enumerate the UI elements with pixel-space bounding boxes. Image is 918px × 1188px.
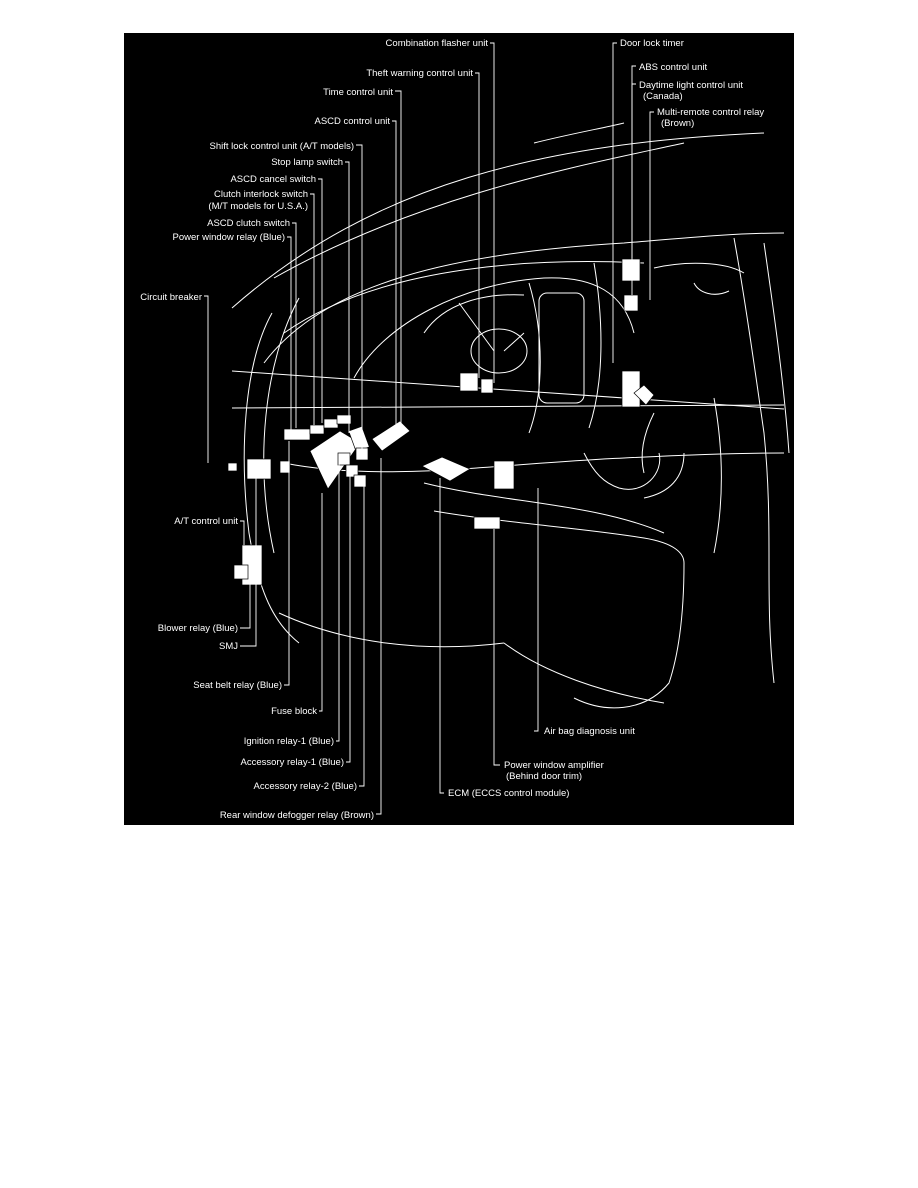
label-power-window-amplifier-note: (Behind door trim): [506, 771, 582, 782]
label-smj: SMJ: [219, 641, 238, 652]
ascd-clutch-switch-component: [309, 424, 325, 435]
label-ascd-cancel-switch: ASCD cancel switch: [230, 174, 316, 185]
label-shift-lock-control-unit: Shift lock control unit (A/T models): [210, 141, 355, 152]
label-abs-control-unit: ABS control unit: [639, 62, 707, 73]
accessory-relay-2-component: [353, 474, 367, 488]
label-daytime-light-control-unit-note: (Canada): [643, 91, 683, 102]
component-location-diagram: Combination flasher unit Door lock timer…: [124, 33, 794, 825]
label-power-window-amplifier: Power window amplifier: [504, 760, 604, 771]
label-multi-remote-control-relay: Multi-remote control relay: [657, 107, 764, 118]
label-accessory-relay-2: Accessory relay-2 (Blue): [254, 781, 357, 792]
ascd-cancel-switch-component: [336, 414, 352, 425]
label-ecm: ECM (ECCS control module): [448, 788, 569, 799]
ascd-control-unit-component: [371, 420, 411, 452]
dashboard-outline: [231, 122, 790, 709]
label-combination-flasher-unit: Combination flasher unit: [386, 38, 489, 49]
blower-relay-component: [233, 564, 249, 580]
label-power-window-relay: Power window relay (Blue): [173, 232, 285, 243]
label-circuit-breaker: Circuit breaker: [140, 292, 202, 303]
label-ascd-control-unit: ASCD control unit: [314, 116, 390, 127]
label-clutch-interlock-switch: Clutch interlock switch: [214, 189, 308, 200]
air-bag-diagnosis-unit-component: [493, 460, 515, 490]
seat-belt-relay-component: [283, 428, 311, 441]
daytime-light-control-unit-component: [623, 294, 639, 312]
label-stop-lamp-switch: Stop lamp switch: [271, 157, 343, 168]
label-time-control-unit: Time control unit: [323, 87, 393, 98]
power-window-relay-component: [246, 458, 272, 480]
label-ascd-clutch-switch: ASCD clutch switch: [207, 218, 290, 229]
label-multi-remote-control-relay-note: (Brown): [661, 118, 694, 129]
power-window-amplifier-component: [473, 516, 501, 530]
label-clutch-interlock-switch-note: (M/T models for U.S.A.): [208, 201, 308, 212]
label-seat-belt-relay: Seat belt relay (Blue): [193, 680, 282, 691]
circuit-breaker-component: [227, 462, 238, 472]
label-fuse-block: Fuse block: [271, 706, 317, 717]
multi-remote-control-relay-component: [621, 370, 641, 408]
ignition-relay-component: [337, 452, 351, 466]
label-ignition-relay-1: Ignition relay-1 (Blue): [244, 736, 334, 747]
label-theft-warning-control-unit: Theft warning control unit: [366, 68, 473, 79]
labels: Combination flasher unit Door lock timer…: [140, 38, 764, 821]
components: [227, 258, 655, 586]
label-door-lock-timer: Door lock timer: [620, 38, 684, 49]
label-rear-window-defogger-relay: Rear window defogger relay (Brown): [220, 810, 374, 821]
smj-component: [279, 460, 291, 474]
label-blower-relay: Blower relay (Blue): [158, 623, 238, 634]
label-daytime-light-control-unit: Daytime light control unit: [639, 80, 743, 91]
label-air-bag-diagnosis-unit: Air bag diagnosis unit: [544, 726, 635, 737]
diagram-canvas: Combination flasher unit Door lock timer…: [140, 38, 790, 821]
label-accessory-relay-1: Accessory relay-1 (Blue): [241, 757, 344, 768]
label-at-control-unit: A/T control unit: [174, 516, 238, 527]
clutch-interlock-switch-component: [323, 418, 339, 429]
ecm-component: [421, 456, 471, 482]
abs-control-unit-component: [621, 258, 641, 282]
combination-flasher-unit-component: [480, 378, 494, 394]
accessory-relay-1-component: [345, 464, 359, 478]
leader-lines: [204, 42, 654, 815]
shift-knob-component: [633, 384, 655, 406]
theft-warning-control-unit-component: [459, 372, 479, 392]
